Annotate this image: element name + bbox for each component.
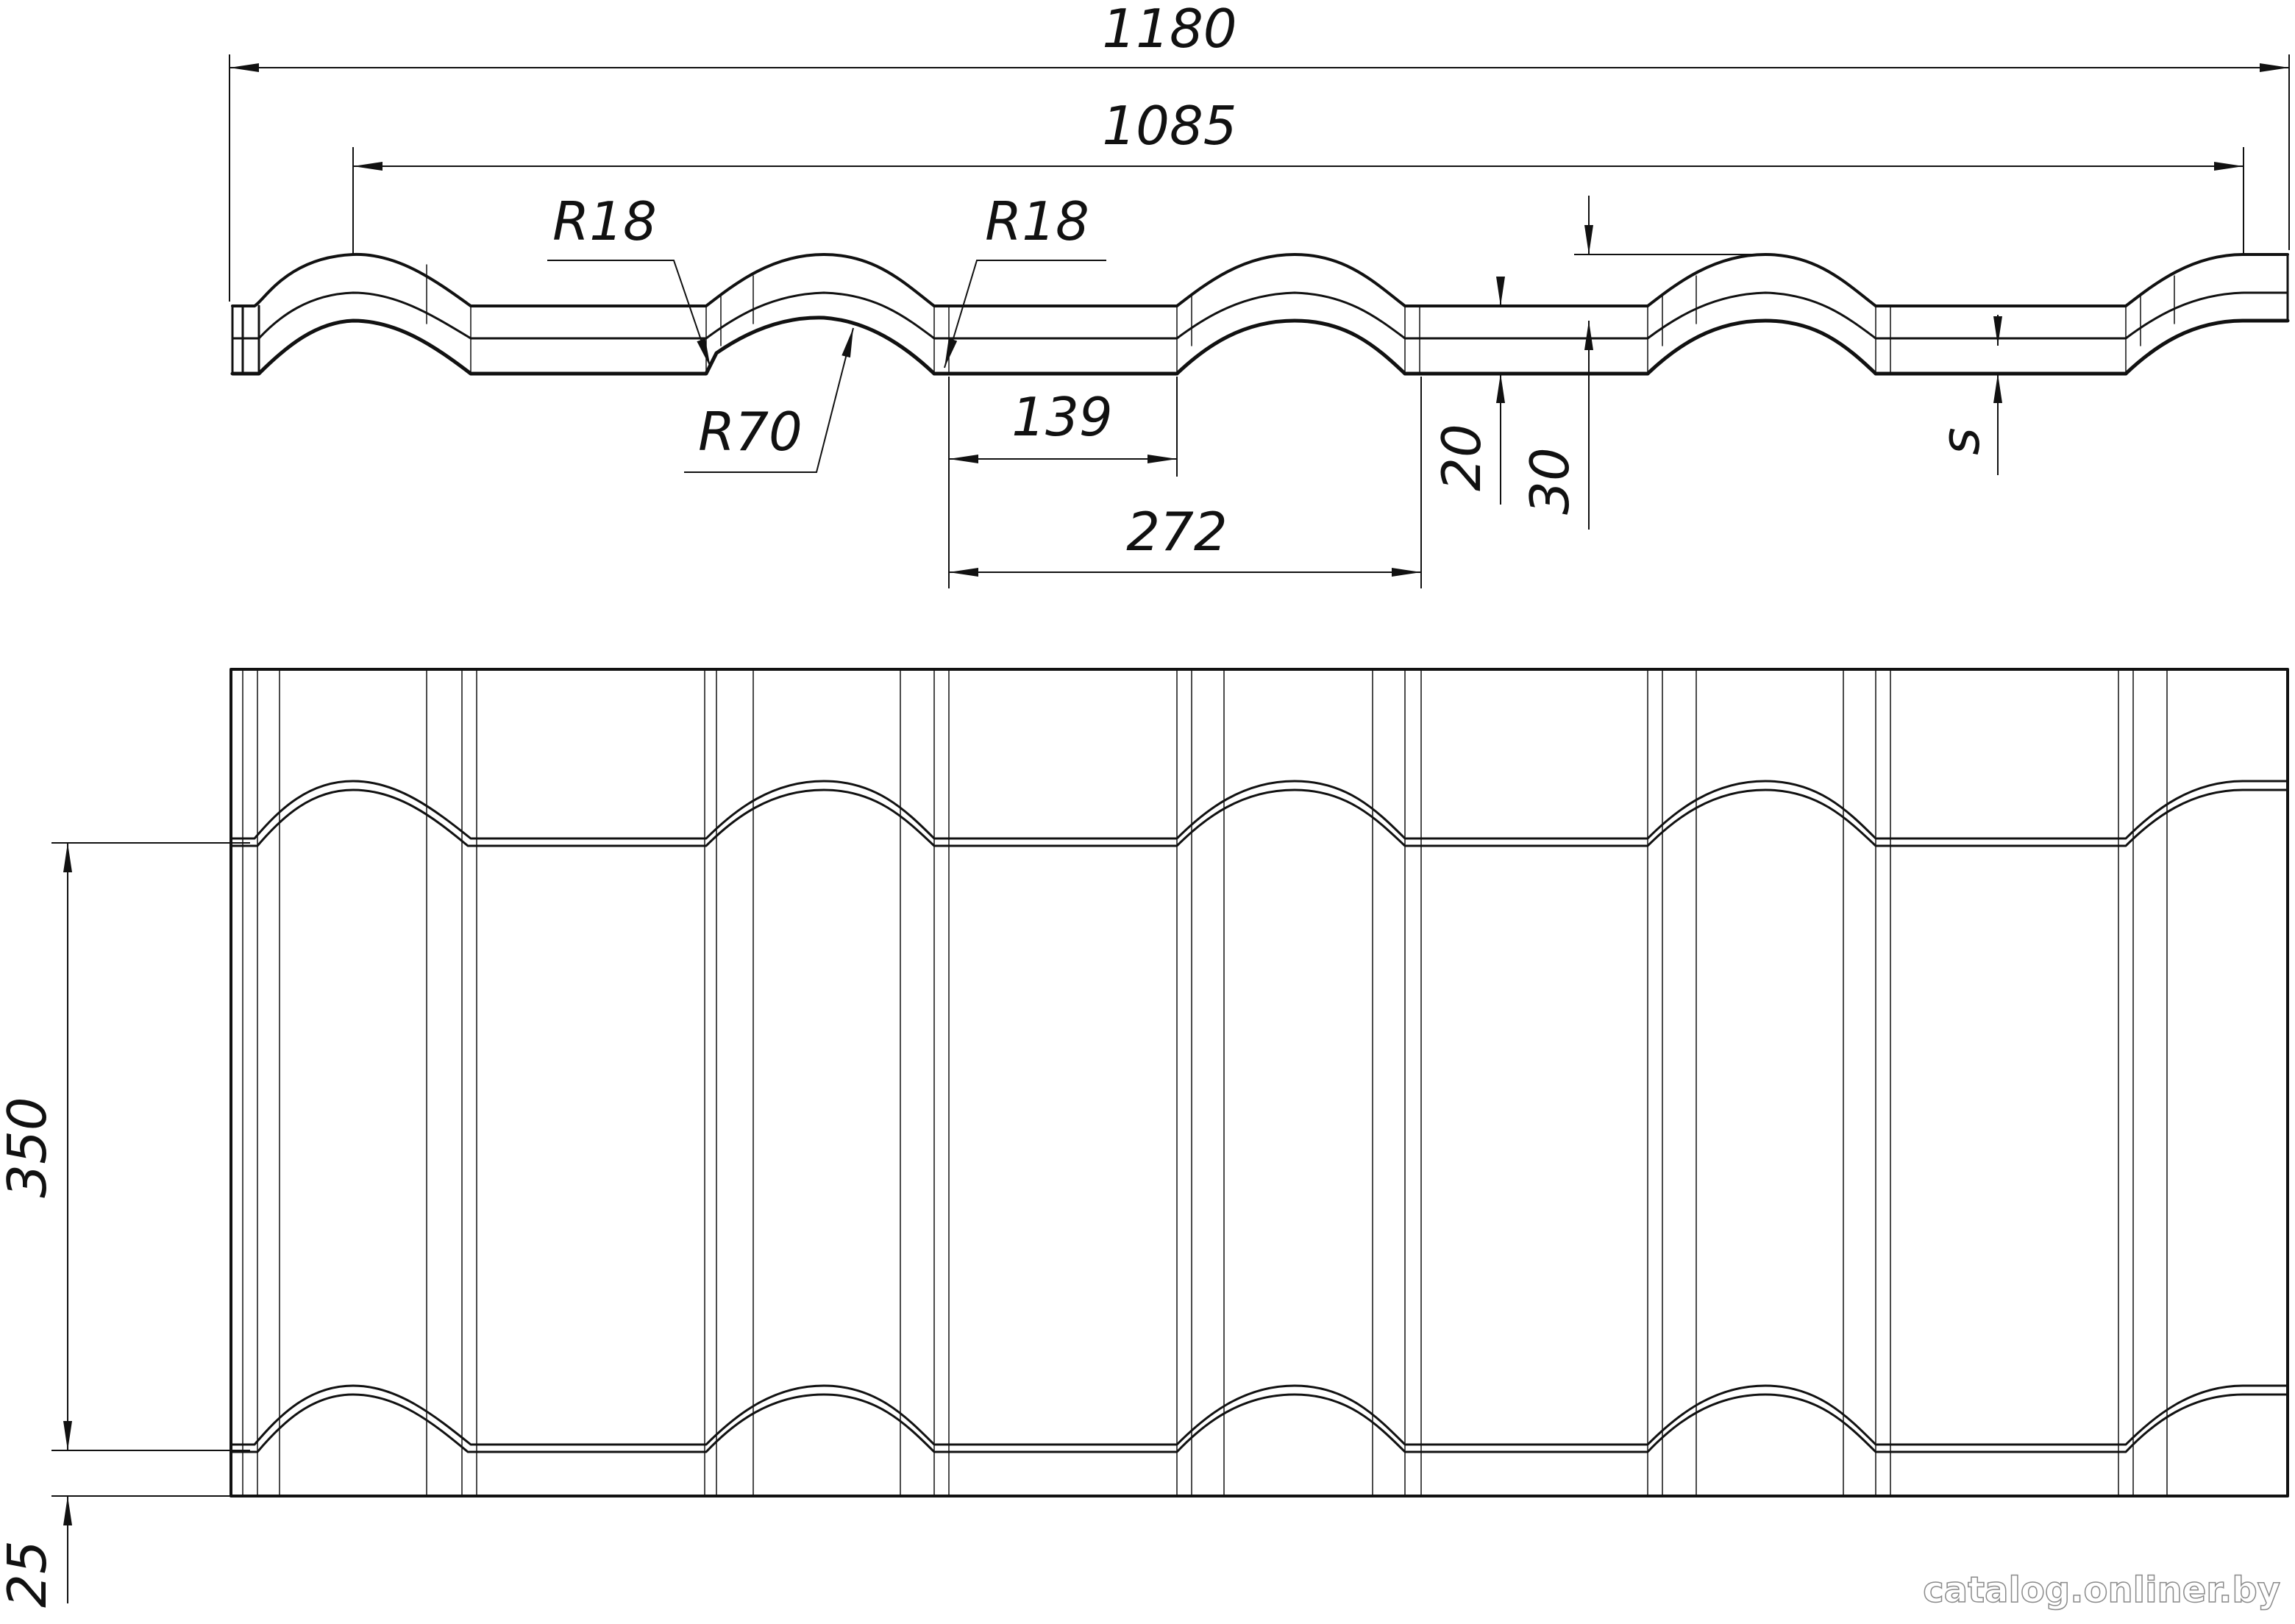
dim-1180-label: 1180 [1102, 0, 1237, 60]
plan-vertical-lines [242, 669, 2168, 1497]
profile-inner-line [230, 316, 2290, 376]
watermark-text: catalog.onliner.by [1923, 1570, 2280, 1611]
r18-left-leader [547, 260, 711, 368]
plan-step-lower-outer [231, 1384, 2289, 1446]
pitch-label: 272 [1126, 501, 1227, 563]
profile-section [230, 252, 2290, 376]
height-20-label: 20 [1431, 424, 1492, 491]
plan-dimension-labels: 350 25 [0, 1097, 58, 1608]
plan-step-upper-outer [231, 780, 2289, 840]
thickness-label: s [1929, 427, 1991, 455]
edge-offset-label: 25 [0, 1540, 58, 1608]
dim-1085-label: 1085 [1102, 95, 1237, 157]
plan-step-upper-inner [231, 788, 2289, 847]
plan-view [230, 668, 2289, 1497]
height-30-label: 30 [1519, 447, 1581, 515]
section-dimension-labels: 1180 1085 R18 R18 R70 139 272 20 30 s [552, 0, 1991, 563]
section-dimensions [229, 54, 2290, 588]
plan-step-lower-inner [231, 1393, 2289, 1453]
profile-outer-line [231, 252, 2289, 307]
radius-left-label: R18 [552, 190, 657, 252]
plan-outline [230, 668, 2289, 1497]
radius-right-label: R18 [985, 190, 1089, 252]
plan-dimensions [51, 842, 250, 1603]
profile-middle-line [231, 291, 2289, 340]
step-length-label: 350 [0, 1097, 58, 1197]
profile-vertical-edges [426, 264, 2175, 374]
r18-right-leader [944, 260, 1106, 368]
r70-leader [684, 327, 854, 473]
flat-width-label: 139 [1011, 386, 1112, 448]
radius-wave-label: R70 [698, 401, 803, 463]
profile-left-edge [231, 253, 2289, 375]
